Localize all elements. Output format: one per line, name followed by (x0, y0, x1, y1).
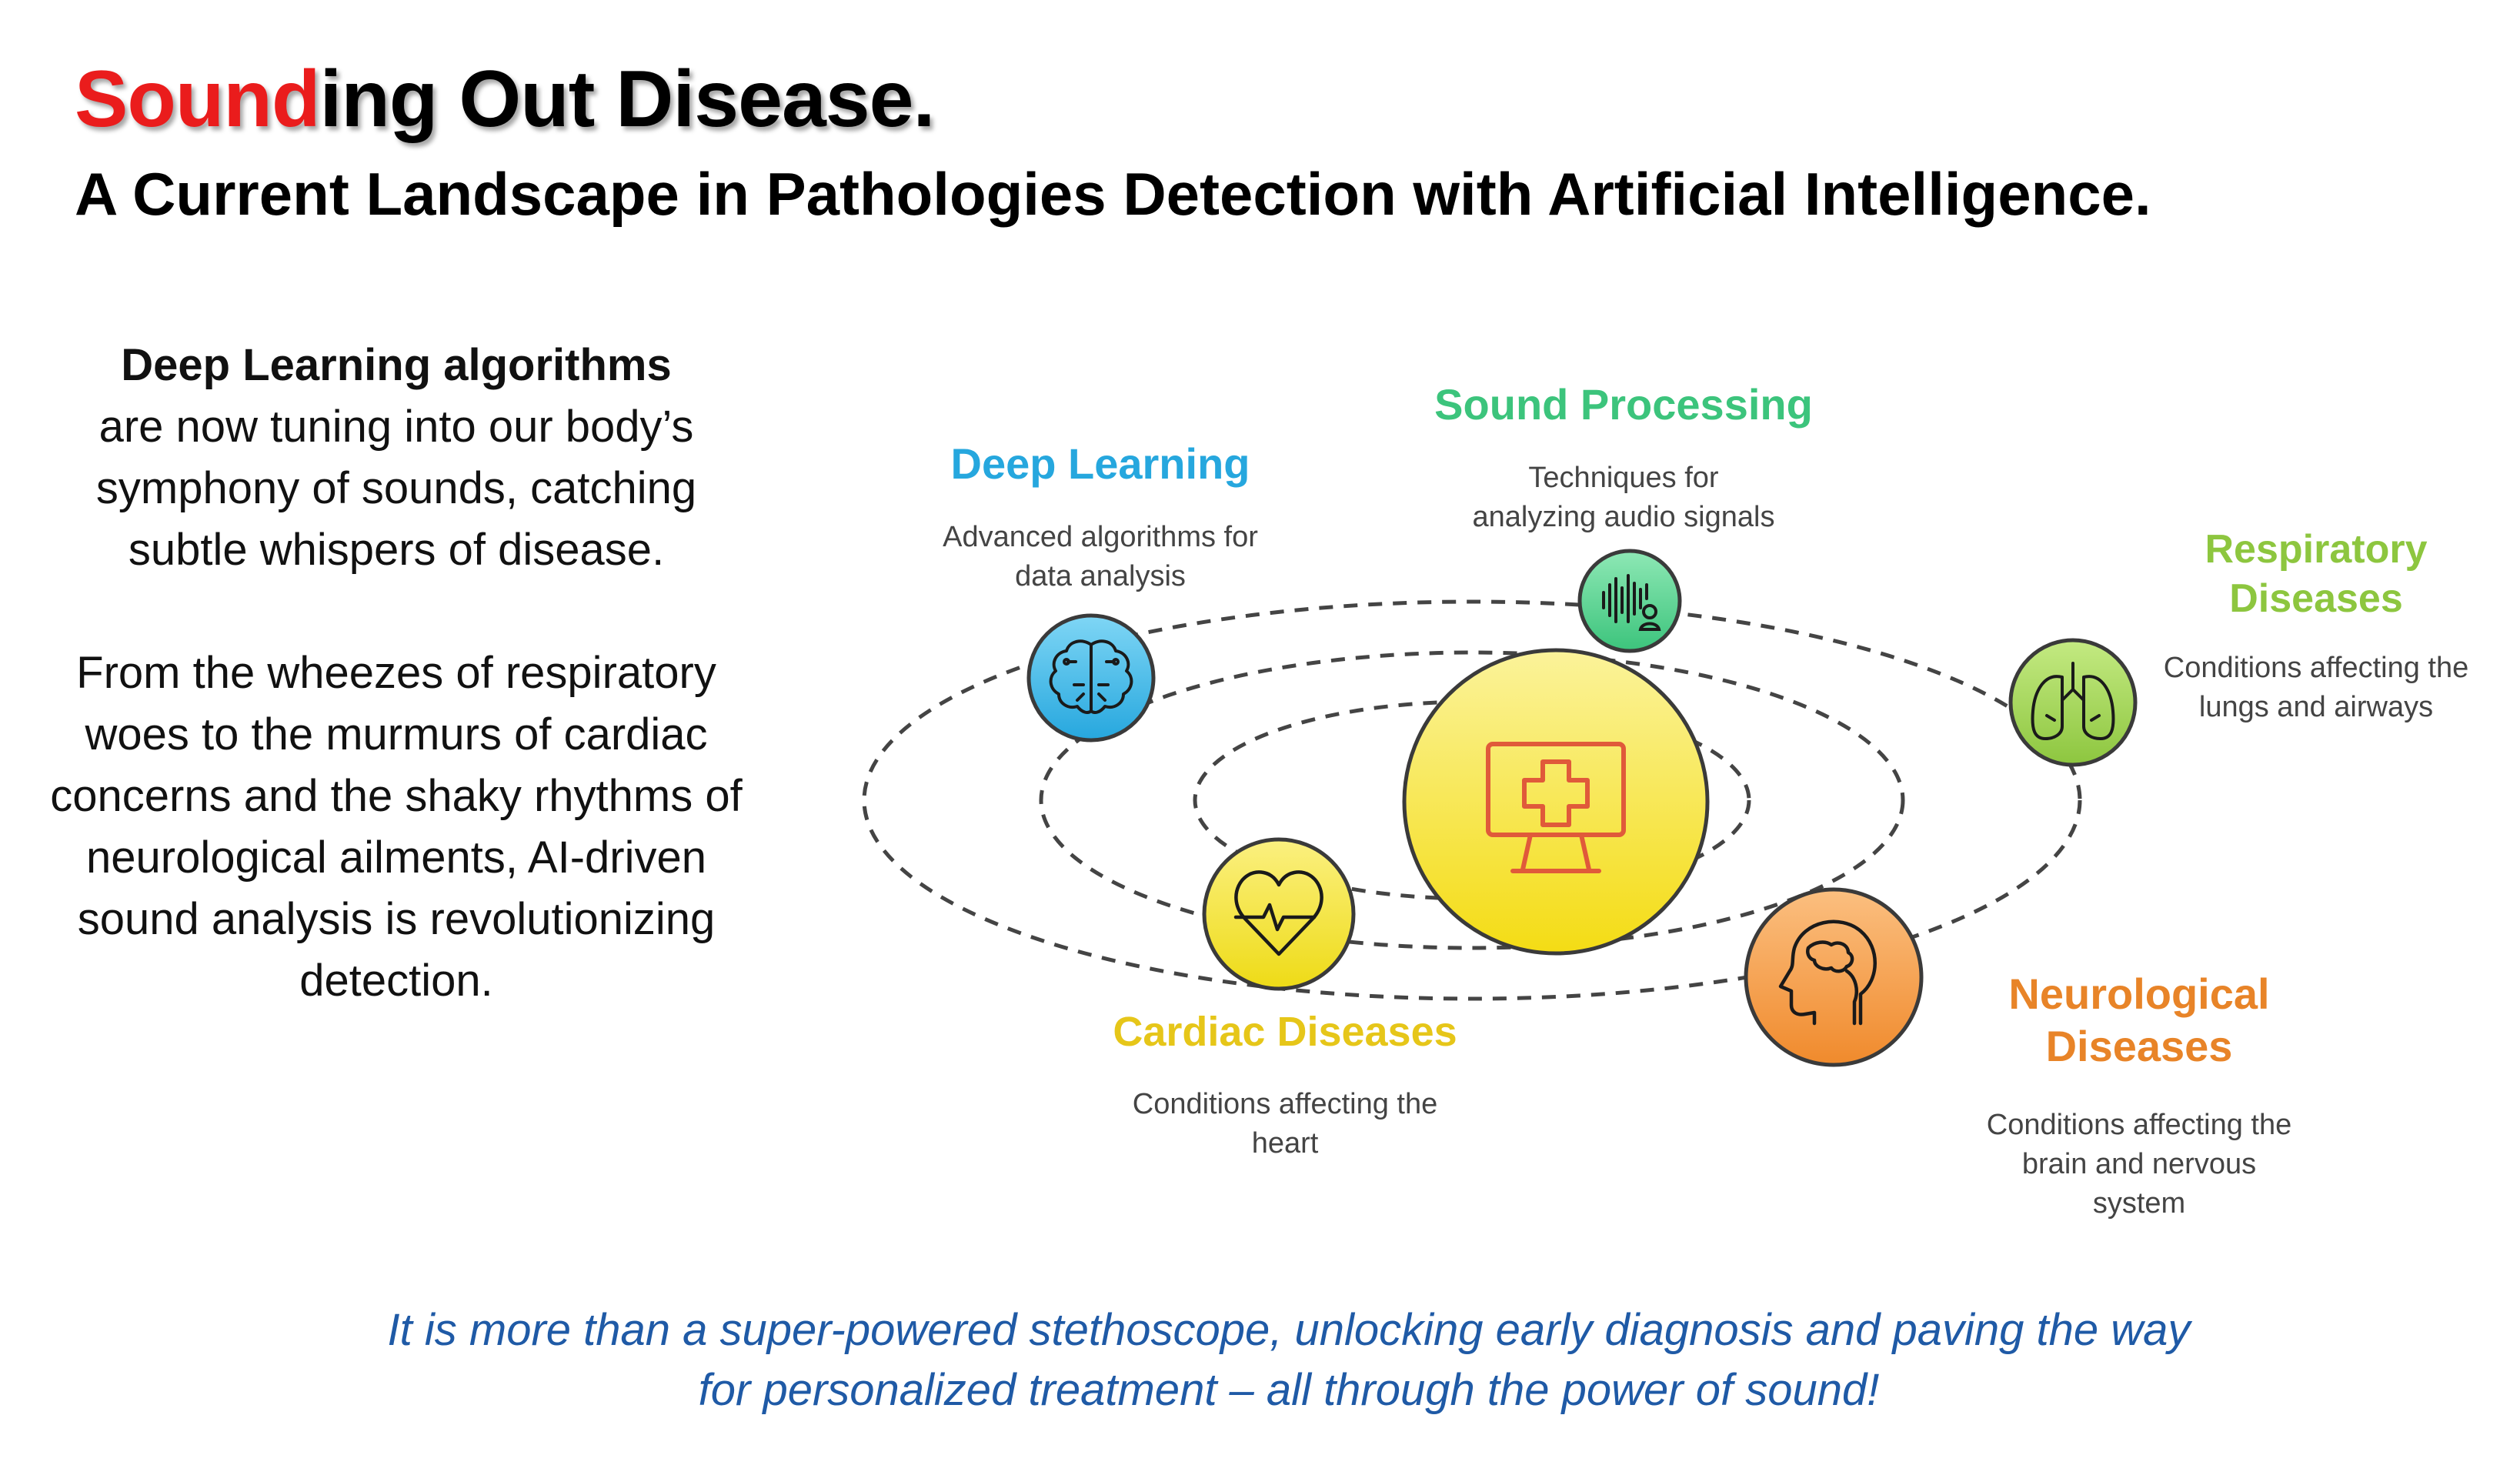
cardiac-desc-line: heart (1251, 1127, 1319, 1160)
deep-learning-desc-line: Advanced algorithms for (943, 521, 1258, 553)
cardiac-node (1202, 837, 1356, 991)
neurological-desc-line: brain and nervous (2021, 1148, 2257, 1180)
intro-para2: From the wheezes of respiratory woes to … (50, 648, 743, 1006)
footer-line2: for personalized treatment – all through… (698, 1365, 1880, 1415)
respiratory-label: Respiratory Diseases (2147, 525, 2485, 623)
intro-text: Deep Learning algorithms are now tuning i… (46, 335, 746, 1012)
deep-learning-node (1026, 613, 1156, 743)
sound-processing-label: Sound Processing (1434, 380, 1813, 429)
deep-learning-desc-line: data analysis (1015, 560, 1186, 592)
sound-processing-desc-line: analyzing audio signals (1472, 501, 1775, 533)
neurological-label-line: Neurological (2008, 969, 2270, 1018)
page-title: Sounding Out Disease. (75, 55, 935, 144)
respiratory-desc-line: Conditions affecting the (2163, 652, 2469, 684)
cardiac-desc-line: Conditions affecting the (1132, 1088, 1438, 1120)
heart-pulse-icon (1233, 870, 1323, 956)
page-subtitle: A Current Landscape in Pathologies Detec… (75, 160, 2151, 228)
lungs-icon (2031, 662, 2115, 740)
footer-line1: It is more than a super-powered stethosc… (387, 1305, 2191, 1355)
brain-icon (1049, 639, 1133, 714)
respiratory-desc: Conditions affecting the lungs and airwa… (2139, 649, 2493, 727)
neurological-desc-line: system (2092, 1187, 2186, 1220)
neurological-label: Neurological Diseases (1970, 968, 2308, 1073)
sound-processing-desc-line: Techniques for (1528, 462, 1719, 494)
sound-processing-desc: Techniques for analyzing audio signals (1408, 459, 1839, 537)
respiratory-label-line: Diseases (2229, 576, 2403, 621)
deep-learning-desc: Advanced algorithms for data analysis (885, 518, 1316, 596)
respiratory-node (2008, 638, 2138, 767)
head-brain-icon (1778, 919, 1877, 1026)
sound-processing-node (1577, 549, 1682, 653)
orbit-middle (1039, 650, 1905, 950)
deep-learning-label: Deep Learning (950, 439, 1250, 488)
respiratory-label-line: Respiratory (2205, 527, 2428, 572)
neurological-desc: Conditions affecting the brain and nervo… (1939, 1106, 2339, 1223)
neurological-label-line: Diseases (2045, 1022, 2233, 1070)
cardiac-desc: Conditions affecting the heart (1085, 1085, 1485, 1163)
monitor-medical-cross-icon (1486, 742, 1626, 873)
intro-bold: Deep Learning algorithms (121, 340, 672, 390)
audio-waveform-icon (1602, 574, 1661, 631)
intro-para1: are now tuning into our body’s symphony … (95, 402, 697, 575)
cardiac-label: Cardiac Diseases (1113, 1009, 1457, 1055)
neurological-desc-line: Conditions affecting the (1986, 1109, 2292, 1141)
center-node (1402, 648, 1710, 956)
title-highlight: Sound (75, 55, 320, 144)
title-rest: ing Out Disease. (319, 55, 935, 144)
neurological-node (1744, 887, 1924, 1067)
respiratory-desc-line: lungs and airways (2198, 691, 2434, 723)
orbit-outer (862, 599, 2082, 1001)
orbit-inner (1193, 699, 1751, 901)
footer-text: It is more than a super-powered stethosc… (154, 1300, 2424, 1420)
